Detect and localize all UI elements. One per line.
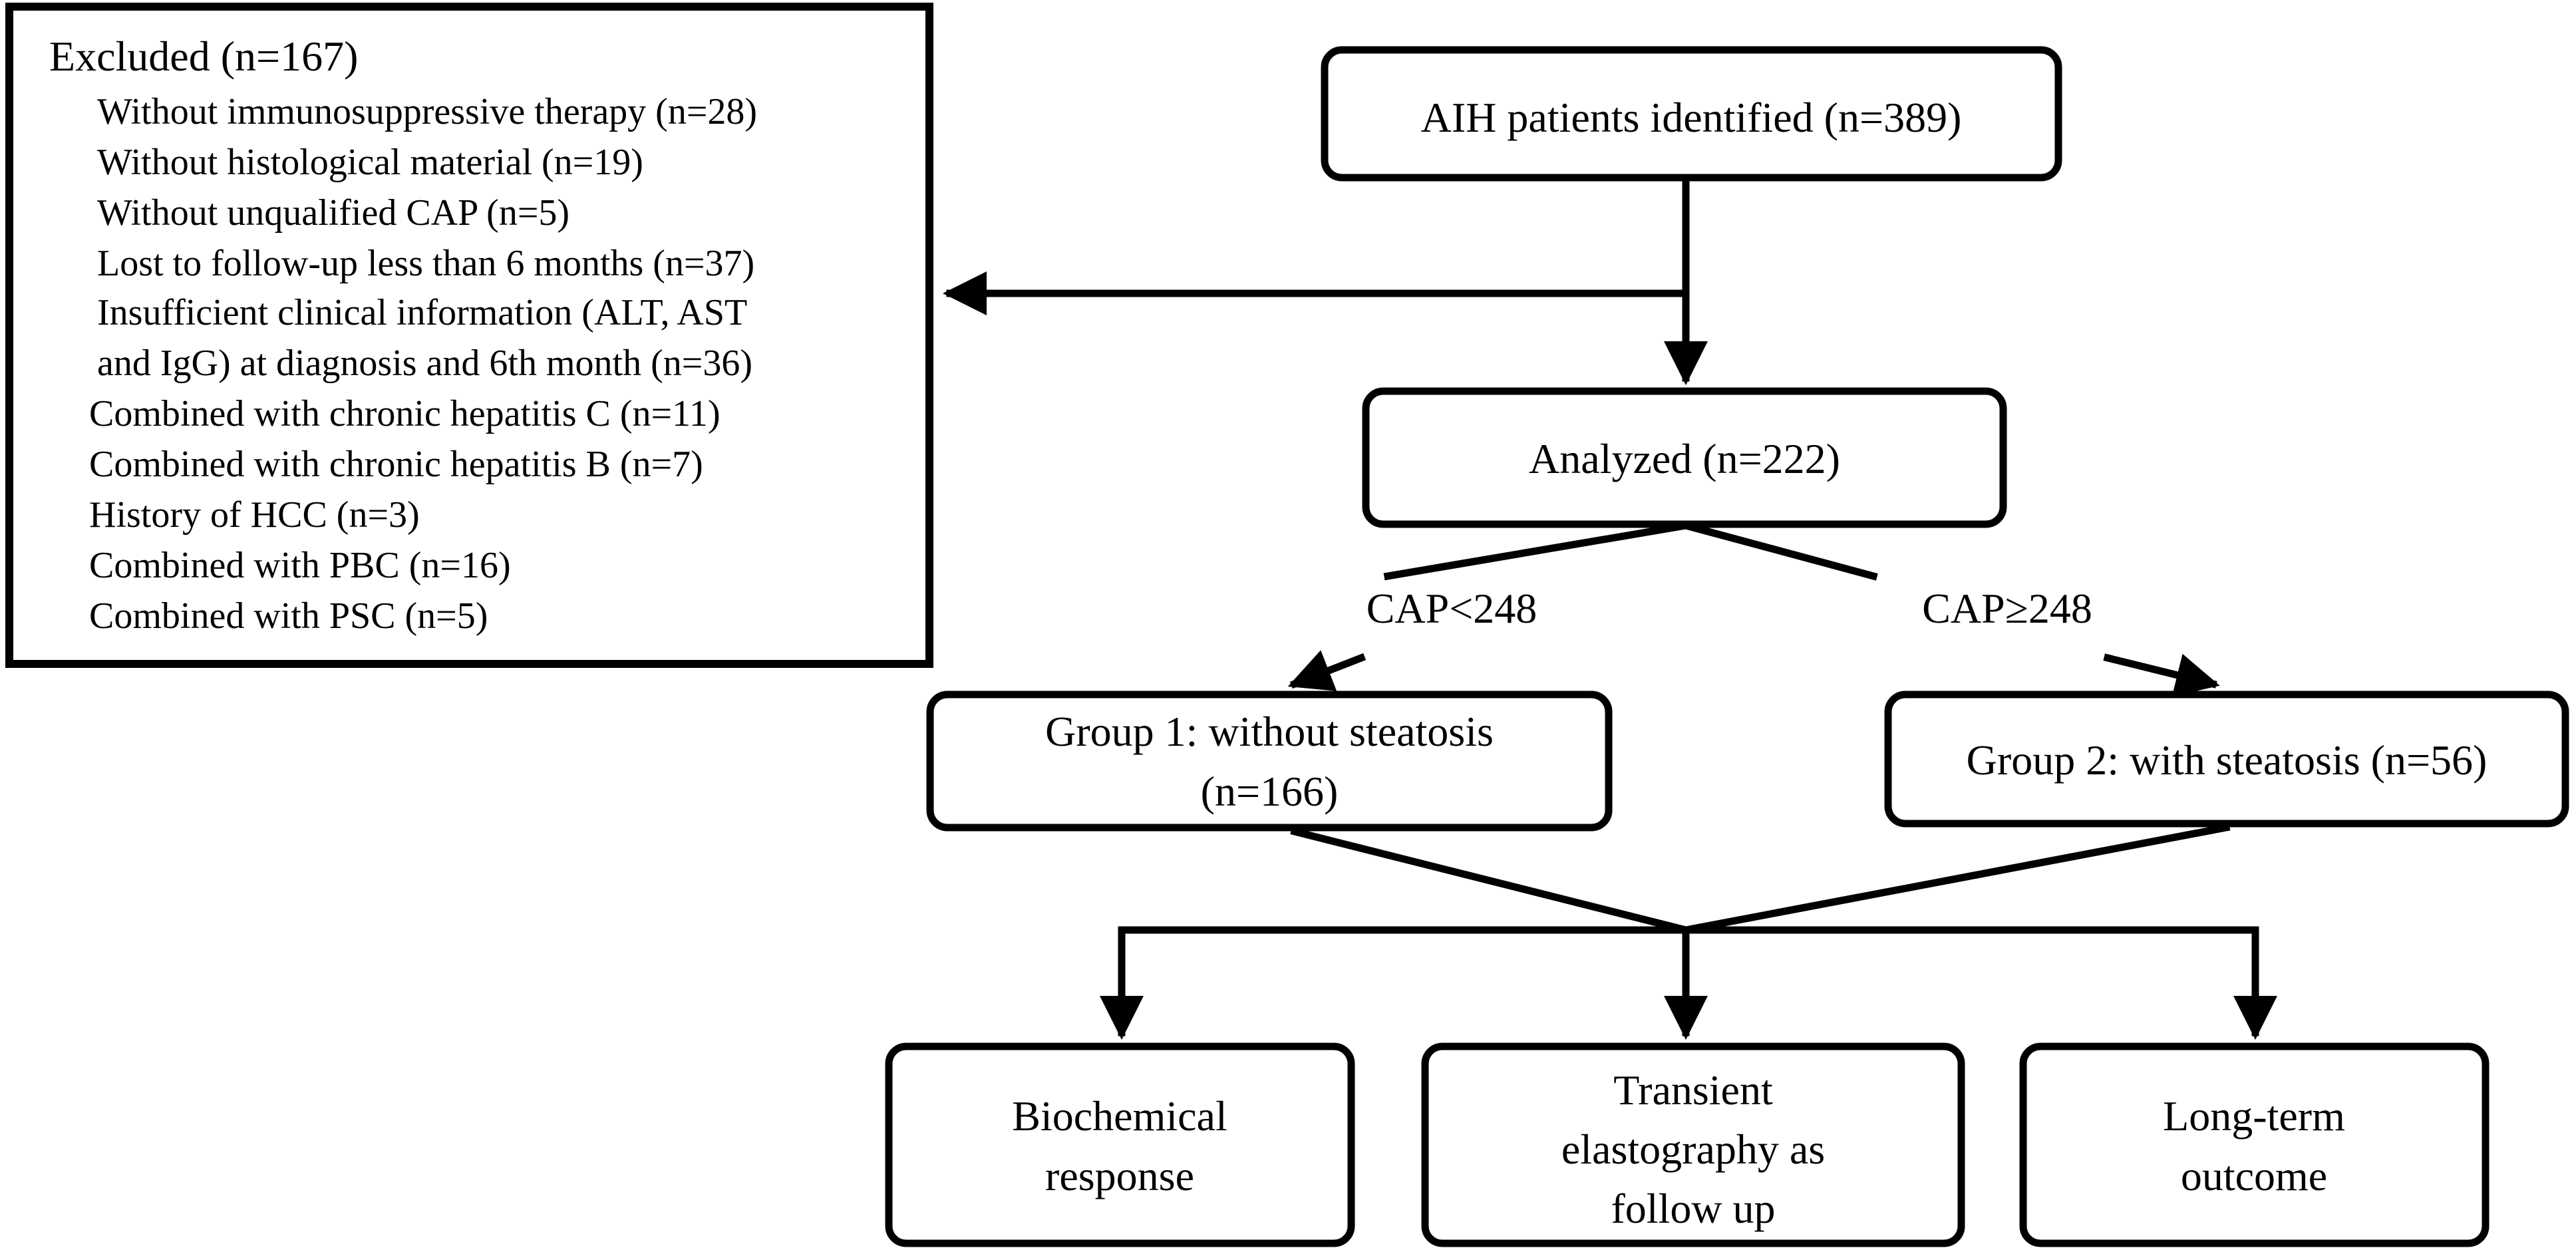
node-group2-frame bbox=[1884, 691, 2569, 828]
node-elastography-frame bbox=[1421, 1042, 1965, 1247]
connector-high-cap-to-group2 bbox=[2103, 653, 2220, 697]
exclusion-item: Combined with PBC (n=16) bbox=[89, 545, 511, 586]
node-group1: Group 1: without steatosis (n=166) bbox=[926, 691, 1613, 832]
node-group2-text: Group 2: with steatosis (n=56) bbox=[1967, 736, 2488, 784]
node-identified: AIH patients identified (n=389) bbox=[1321, 46, 2062, 182]
node-analyzed-frame bbox=[1362, 387, 2007, 528]
node-analyzed-text: Analyzed (n=222) bbox=[1529, 435, 1840, 482]
exclusion-box: Excluded (n=167) Without immunosuppressi… bbox=[5, 3, 933, 668]
node-biochemical-text-line1: Biochemical bbox=[1012, 1092, 1227, 1140]
node-elastography-text-line1: Transient bbox=[1613, 1066, 1773, 1114]
node-biochemical-frame bbox=[885, 1042, 1355, 1247]
connector-group2-to-merge bbox=[1681, 823, 2231, 935]
node-elastography-text-line3: follow up bbox=[1611, 1185, 1775, 1232]
node-elastography: Transient elastography as follow up bbox=[1421, 1042, 1965, 1247]
node-group1-text-line1: Group 1: without steatosis bbox=[1045, 708, 1494, 755]
node-outcome-text-line1: Long-term bbox=[2163, 1092, 2345, 1140]
exclusion-item: Combined with chronic hepatitis C (n=11) bbox=[89, 393, 721, 434]
exclusion-item: Without histological material (n=19) bbox=[97, 142, 643, 183]
exclusion-item: and IgG) at diagnosis and 6th month (n=3… bbox=[97, 343, 752, 384]
exclusion-item: Without unqualified CAP (n=5) bbox=[97, 192, 569, 234]
high-cap-label: CAP≥248 bbox=[1922, 585, 2092, 632]
node-biochemical: Biochemical response bbox=[885, 1042, 1355, 1247]
node-outcome-frame bbox=[2019, 1042, 2490, 1247]
exclusion-item: Lost to follow-up less than 6 months (n=… bbox=[97, 243, 754, 284]
node-group2: Group 2: with steatosis (n=56) bbox=[1884, 691, 2569, 828]
node-analyzed: Analyzed (n=222) bbox=[1362, 387, 2007, 528]
node-group1-frame bbox=[926, 691, 1613, 832]
connectors bbox=[943, 174, 2277, 1040]
connector-analyzed-to-low-cap bbox=[1383, 521, 1690, 581]
connector-low-cap-to-group1 bbox=[1287, 650, 1367, 691]
node-elastography-text-line2: elastography as bbox=[1561, 1126, 1825, 1173]
exclusion-item: History of HCC (n=3) bbox=[89, 494, 420, 536]
node-identified-text: AIH patients identified (n=389) bbox=[1421, 94, 1962, 141]
exclusion-item: Combined with chronic hepatitis B (n=7) bbox=[89, 444, 703, 485]
connector-group1-to-merge bbox=[1290, 827, 1690, 935]
low-cap-label: CAP<248 bbox=[1367, 585, 1537, 632]
exclusion-title: Excluded (n=167) bbox=[49, 33, 358, 80]
node-outcome-text-line2: outcome bbox=[2181, 1152, 2327, 1199]
connector-analyzed-to-high-cap bbox=[1681, 521, 1878, 581]
exclusion-item: Combined with PSC (n=5) bbox=[89, 595, 488, 637]
node-biochemical-text-line2: response bbox=[1045, 1152, 1194, 1199]
node-identified-frame bbox=[1321, 46, 2062, 182]
exclusion-item: Insufficient clinical information (ALT, … bbox=[97, 292, 747, 333]
node-group1-text-line2: (n=166) bbox=[1201, 768, 1339, 815]
exclusion-box-frame bbox=[5, 3, 933, 668]
node-outcome: Long-term outcome bbox=[2019, 1042, 2490, 1247]
exclusion-item: Without immunosuppressive therapy (n=28) bbox=[97, 91, 757, 132]
